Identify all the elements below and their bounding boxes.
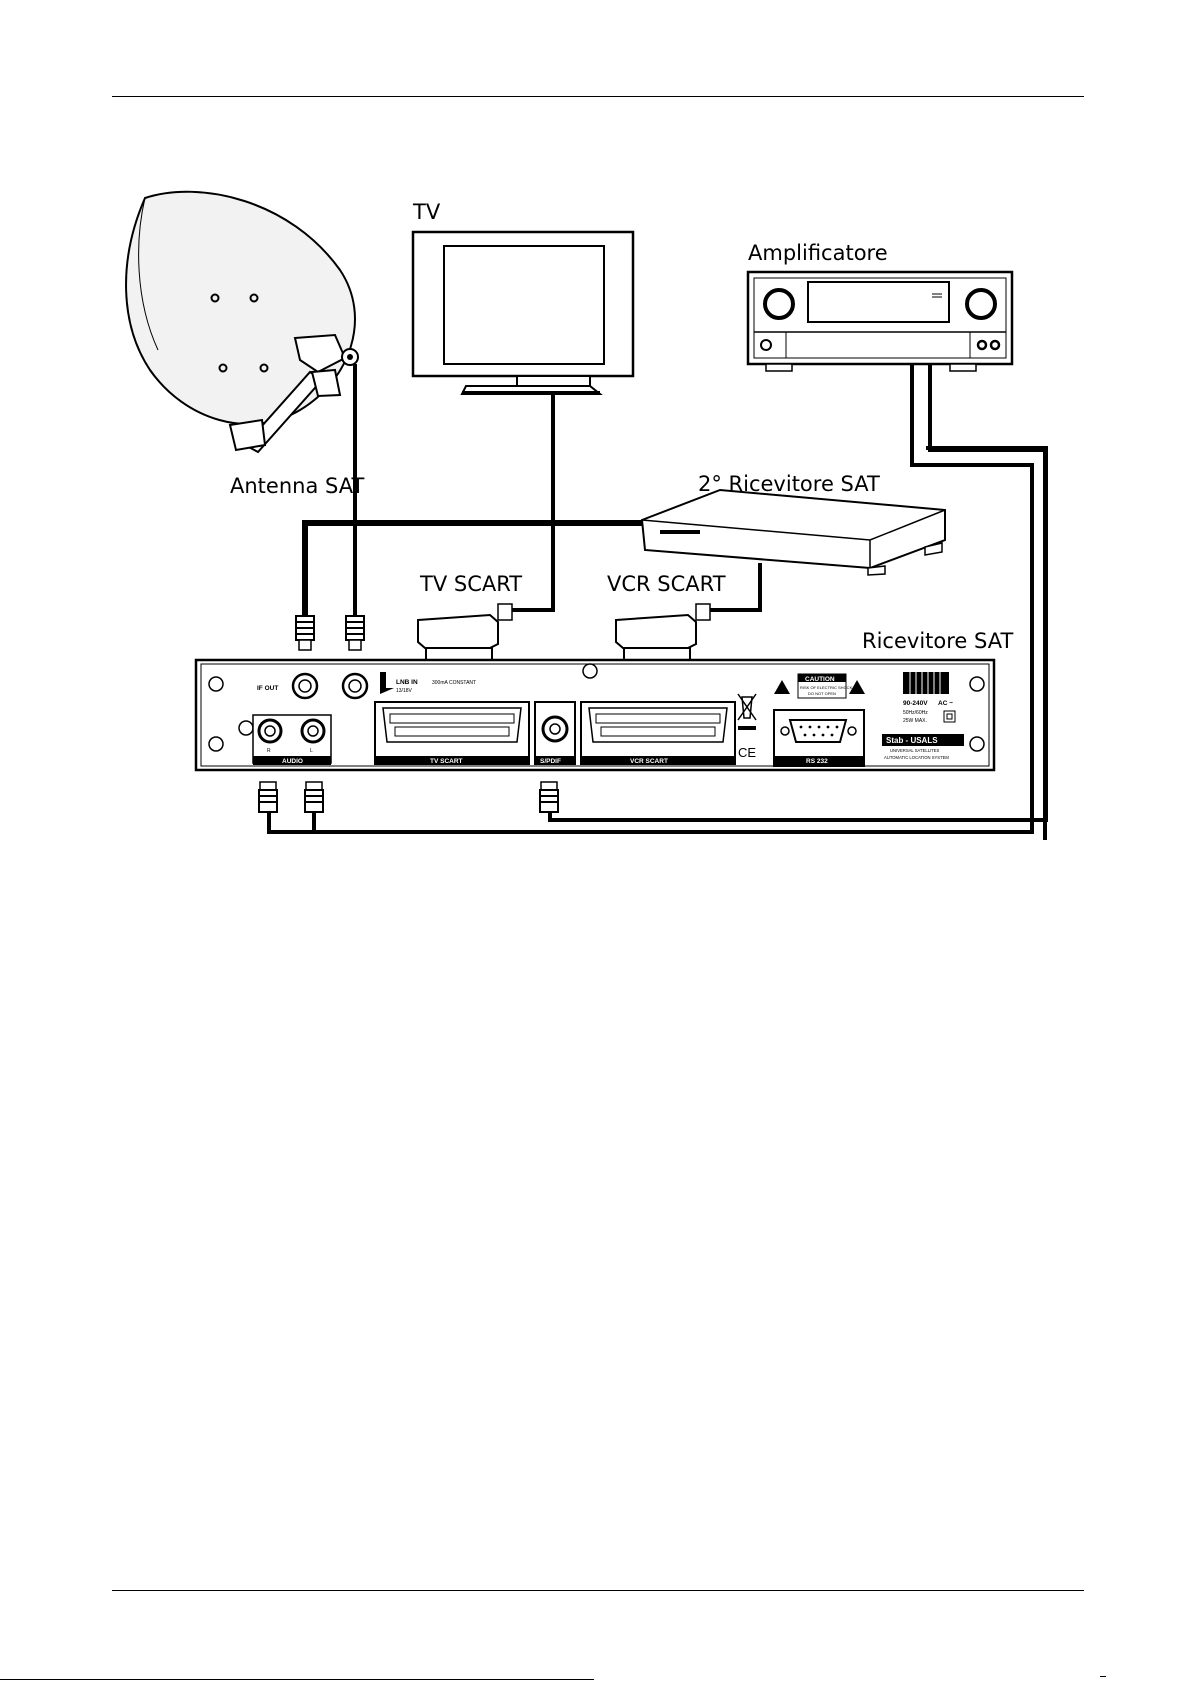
caution-title: CAUTION bbox=[805, 676, 835, 683]
tv-set bbox=[413, 232, 633, 394]
receiver-back-panel: IF OUT LNB IN 13/18V 300mA CONSTANT R L … bbox=[196, 660, 994, 770]
label-vcr-scart-socket: VCR SCART bbox=[630, 758, 668, 765]
label-vcr-scart: VCR SCART bbox=[607, 572, 726, 596]
ce-mark: CE bbox=[738, 745, 756, 760]
label-lnb-in: LNB IN bbox=[396, 679, 418, 686]
amplifier bbox=[748, 272, 1012, 371]
label-lnb-voltage: 13/18V bbox=[396, 688, 413, 694]
label-tv: TV bbox=[412, 200, 441, 224]
label-audio-l: L bbox=[310, 748, 313, 754]
label-second-receiver: 2° Ricevitore SAT bbox=[698, 472, 880, 496]
label-antenna: Antenna SAT bbox=[230, 474, 364, 498]
label-receiver: Ricevitore SAT bbox=[862, 629, 1013, 653]
label-tv-scart-socket: TV SCART bbox=[430, 758, 463, 765]
usals-brand: Stab - USALS bbox=[886, 736, 938, 745]
label-freq: 50Hz/60Hz bbox=[903, 710, 928, 716]
tv-scart-plug bbox=[418, 604, 512, 660]
label-rs232: RS 232 bbox=[806, 758, 828, 765]
label-spdif: S/PDIF bbox=[540, 758, 561, 765]
satellite-dish bbox=[126, 192, 358, 452]
label-audio: AUDIO bbox=[282, 758, 303, 765]
label-amplifier: Amplificatore bbox=[748, 241, 888, 265]
caution-line1: RISK OF ELECTRIC SHOCK bbox=[800, 685, 853, 690]
f-connectors-top bbox=[296, 616, 364, 650]
rca-plugs-bottom bbox=[259, 782, 558, 812]
label-voltage: 90-240V bbox=[903, 700, 928, 707]
label-lnb-current: 300mA CONSTANT bbox=[432, 680, 476, 686]
label-power: 25W MAX. bbox=[903, 718, 927, 724]
second-receiver bbox=[642, 490, 945, 575]
label-ac: AC ~ bbox=[938, 700, 953, 707]
usals-line1: UNIVERSAL SATELLITES bbox=[890, 748, 940, 753]
vcr-scart-plug bbox=[616, 604, 710, 660]
caution-line2: DO NOT OPEN bbox=[808, 691, 836, 696]
label-tv-scart: TV SCART bbox=[419, 572, 522, 596]
usals-line2: AUTOMATIC LOCATION SYSTEM bbox=[884, 755, 949, 760]
label-if-out: IF OUT bbox=[257, 685, 278, 692]
label-audio-r: R bbox=[267, 748, 271, 754]
